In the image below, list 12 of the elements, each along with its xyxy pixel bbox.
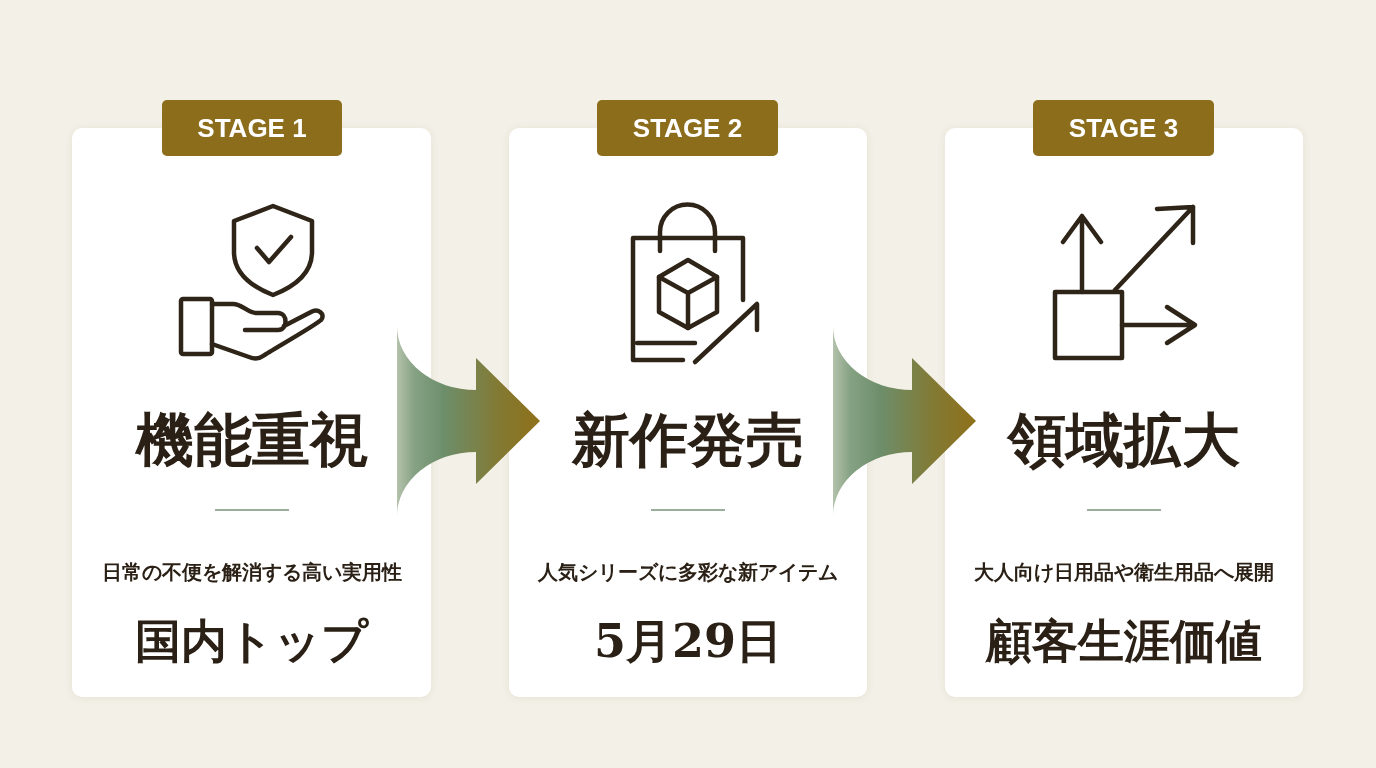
stage-title: 機能重視 bbox=[135, 405, 368, 475]
stage-description: 大人向け日用品や衛生用品へ展開 bbox=[974, 560, 1274, 584]
stage-badge: STAGE 1 bbox=[162, 100, 342, 156]
highlight-text: 国内トップ bbox=[135, 613, 368, 669]
stage-badge: STAGE 3 bbox=[1033, 100, 1214, 156]
stage-title: 新作発売 bbox=[572, 405, 804, 475]
stage-badge: STAGE 2 bbox=[597, 100, 778, 156]
stage-title: 領域拡大 bbox=[1008, 405, 1240, 475]
highlight-text: 5月29日 bbox=[594, 613, 782, 669]
stage-description: 日常の不便を解消する高い実用性 bbox=[101, 560, 402, 584]
highlight-text: 顧客生涯価値 bbox=[986, 613, 1262, 669]
stage-description: 人気シリーズに多彩な新アイテム bbox=[538, 560, 838, 584]
